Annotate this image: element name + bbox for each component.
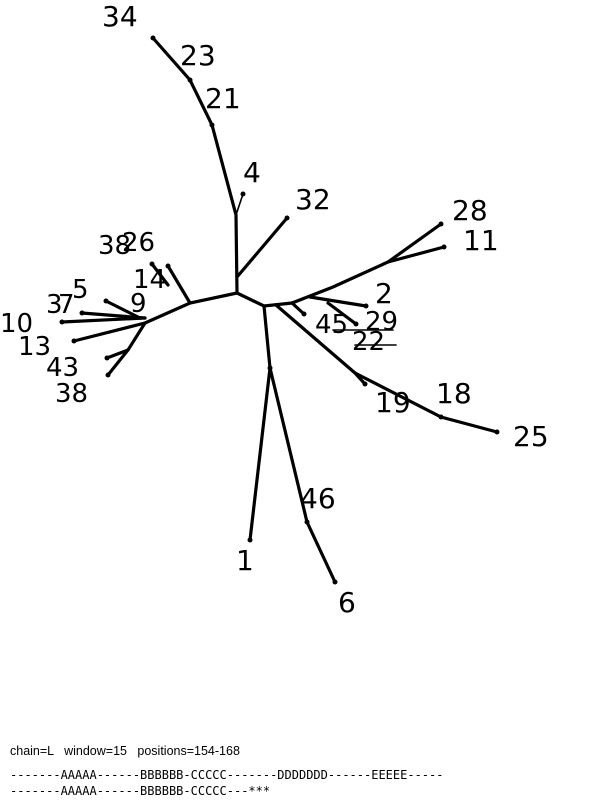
tree-nodes bbox=[59, 35, 500, 585]
leaf-label-9: 9 bbox=[130, 289, 147, 319]
leaf-label-6: 6 bbox=[338, 586, 356, 619]
leaf-label-22: 22 bbox=[352, 327, 385, 357]
tree-branches bbox=[60, 36, 499, 584]
alignment-track-2: -------AAAAA------BBBBBB-CCCCC---*** bbox=[10, 784, 271, 798]
leaf-label-28: 28 bbox=[452, 194, 488, 227]
leaf-label-34: 34 bbox=[102, 0, 138, 33]
leaf-label-5: 5 bbox=[72, 275, 89, 305]
leaf-label-43: 43 bbox=[46, 353, 79, 383]
leaf-label-4: 4 bbox=[243, 156, 261, 189]
leaf-label-29: 29 bbox=[365, 307, 398, 337]
leaf-label-10: 10 bbox=[0, 309, 33, 339]
leaf-label-23: 23 bbox=[180, 39, 216, 72]
leaf-label-3: 3 bbox=[46, 290, 63, 320]
leaf-label-38-upper: 38 bbox=[98, 231, 131, 261]
leaf-label-1: 1 bbox=[236, 544, 254, 577]
leaf-label-2: 2 bbox=[375, 277, 393, 310]
leaf-label-25: 25 bbox=[513, 420, 549, 453]
leaf-label-26: 26 bbox=[122, 228, 155, 258]
chain-info: chain=L window=15 positions=154-168 bbox=[10, 744, 240, 758]
alignment-track-1: -------AAAAA------BBBBBB-CCCCC-------DDD… bbox=[10, 768, 444, 782]
leaf-label-38-lower: 38 bbox=[55, 379, 88, 409]
leaf-label-19: 19 bbox=[375, 386, 411, 419]
leaf-label-21: 21 bbox=[205, 82, 241, 115]
leaf-label-11: 11 bbox=[463, 224, 499, 257]
leaf-label-45: 45 bbox=[315, 310, 348, 340]
leaf-label-13: 13 bbox=[18, 332, 51, 362]
phylogenetic-tree: 34 23 21 4 32 28 11 38 26 14 5 3 7 9 10 … bbox=[0, 0, 549, 619]
leaf-label-46: 46 bbox=[300, 482, 336, 515]
leaf-label-7: 7 bbox=[58, 290, 75, 320]
tree-leaf-labels: 34 23 21 4 32 28 11 38 26 14 5 3 7 9 10 … bbox=[0, 0, 549, 619]
leaf-label-14: 14 bbox=[133, 265, 166, 295]
leaf-label-18: 18 bbox=[436, 377, 472, 410]
leaf-label-32: 32 bbox=[295, 183, 331, 216]
